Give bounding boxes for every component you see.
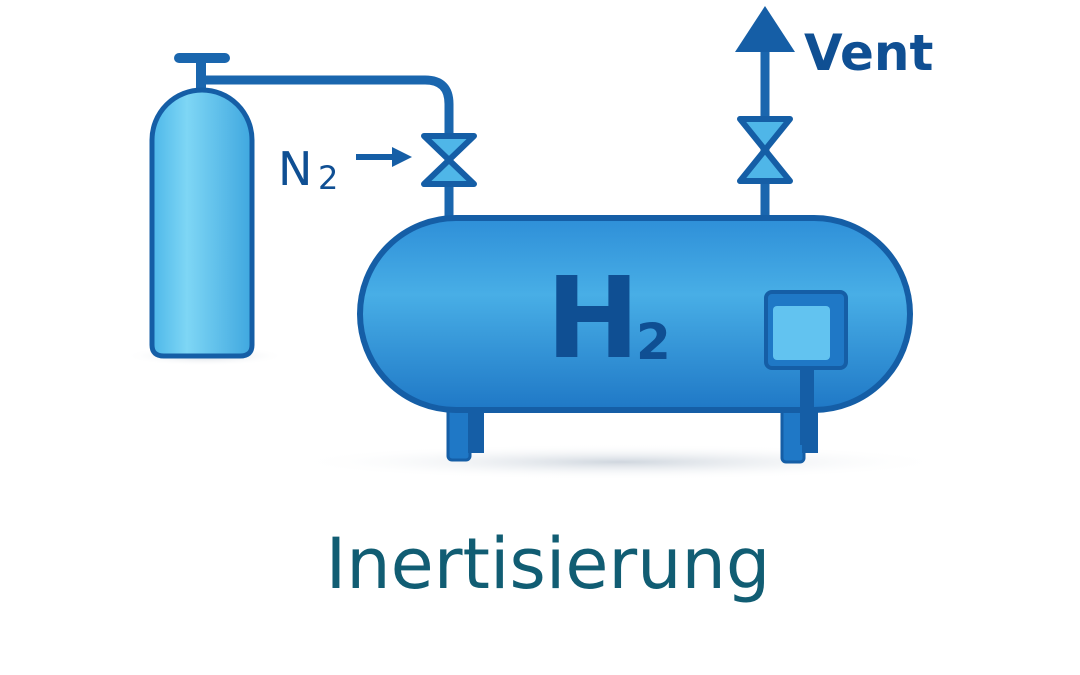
flow-arrow-icon (356, 147, 412, 167)
nitrogen-pipe (205, 75, 454, 140)
tank-shadow (290, 444, 950, 480)
vent-label: Vent (804, 24, 933, 82)
nitrogen-label-subscript: 2 (318, 159, 338, 197)
nitrogen-cylinder (149, 53, 255, 359)
nitrogen-label: N (278, 142, 312, 196)
nitrogen-inlet-valve[interactable] (421, 133, 477, 187)
cylinder-valve-handle (174, 53, 230, 63)
pressure-gauge-box (764, 290, 848, 445)
diagram-title: Inertisierung (326, 523, 771, 605)
vent-valve[interactable] (737, 116, 793, 184)
tank-gas-subscript: 2 (636, 313, 671, 371)
tank-gas-label: H (546, 254, 640, 384)
vent-arrow-icon (735, 6, 795, 52)
